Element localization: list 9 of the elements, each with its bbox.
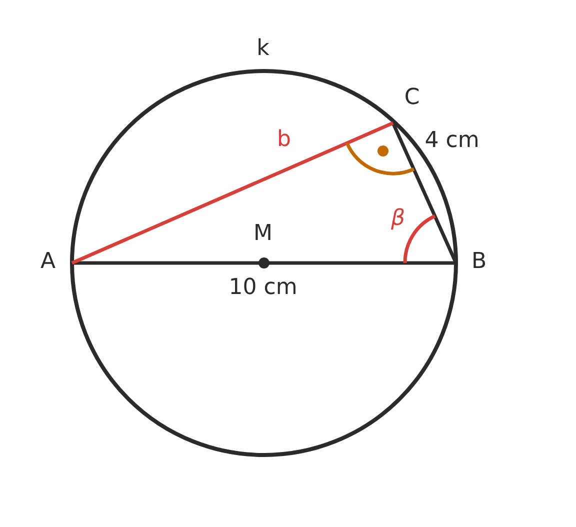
side-length: 10 cm <box>228 277 298 299</box>
side-length: 4 cm <box>424 130 480 152</box>
point-label: C <box>404 87 420 109</box>
circle-label: k <box>256 38 270 60</box>
angle-label: β <box>390 208 406 230</box>
side-label: b <box>277 129 291 151</box>
point-label: B <box>471 251 487 273</box>
point-label: M <box>254 223 272 245</box>
point-label: A <box>40 251 56 273</box>
